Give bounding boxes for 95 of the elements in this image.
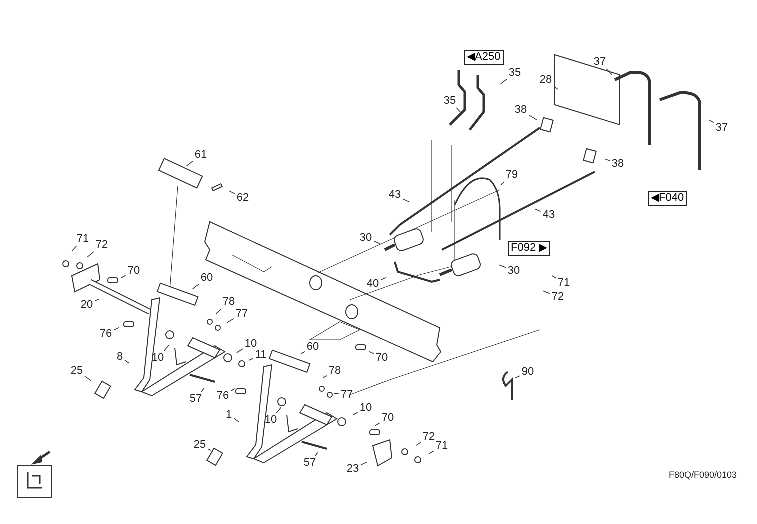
callout-number: 78: [328, 365, 342, 377]
callout-number: 43: [542, 209, 556, 221]
callout-number: 78: [222, 296, 236, 308]
leader-line: [709, 120, 714, 124]
callout-number: 40: [366, 278, 380, 290]
leader-line: [234, 418, 240, 422]
callout-number: 76: [98, 328, 114, 340]
leader-line: [369, 351, 374, 354]
callout-number: 57: [302, 457, 318, 469]
callout-number: 77: [340, 389, 354, 401]
callout-number: 72: [94, 239, 110, 251]
leader-line: [276, 407, 282, 414]
leader-line: [402, 198, 410, 203]
callout-number: 90: [520, 366, 536, 378]
leader-line: [456, 108, 462, 114]
callout-number: 35: [442, 95, 458, 107]
reference-tag: F092 ▶: [508, 241, 550, 256]
leader-line: [374, 241, 380, 244]
leader-line: [164, 344, 170, 352]
callout-number: 61: [194, 149, 208, 161]
callout-number: 72: [422, 431, 436, 443]
callout-number: 11: [254, 349, 268, 361]
leader-line: [534, 208, 542, 212]
callout-number: 28: [538, 74, 554, 86]
leader-line: [500, 182, 505, 186]
callout-number: 30: [506, 265, 522, 277]
callout-number: 10: [358, 402, 374, 414]
callout-number: 10: [264, 414, 278, 426]
callout-number: 37: [714, 122, 730, 134]
leader-line: [360, 462, 368, 466]
callout-number: 25: [192, 439, 208, 451]
leader-line: [515, 376, 520, 379]
leader-line: [124, 360, 130, 364]
callout-number: 77: [234, 308, 250, 320]
callout-number: 70: [126, 265, 142, 277]
leader-line: [542, 290, 550, 294]
leader-line: [216, 308, 222, 314]
leader-line: [416, 442, 422, 446]
callout-number: 10: [244, 338, 258, 350]
callout-number: 38: [610, 158, 626, 170]
leader-line: [114, 328, 120, 331]
callout-number: 1: [224, 409, 234, 421]
leader-line: [201, 388, 205, 392]
callout-number: 71: [76, 233, 90, 245]
leader-line: [605, 158, 610, 162]
drawing-number: F80Q/F090/0103: [668, 470, 737, 480]
leader-line: [84, 376, 92, 382]
leader-line: [375, 422, 380, 426]
callout-number: 60: [306, 341, 320, 353]
leader-line: [121, 275, 126, 278]
callout-number: 35: [508, 67, 522, 79]
leader-line: [322, 376, 328, 378]
callout-number: 70: [380, 412, 396, 424]
callout-number: 30: [358, 232, 374, 244]
leader-line: [208, 448, 212, 452]
callout-number: 60: [200, 272, 214, 284]
callout-number: 23: [346, 463, 360, 475]
leader-line: [334, 393, 340, 394]
leader-line: [552, 276, 556, 278]
callout-number: 37: [592, 56, 608, 68]
callout-number: 38: [514, 104, 528, 116]
callout-number: 20: [80, 299, 94, 311]
leader-line: [72, 246, 78, 252]
callout-number: 76: [216, 390, 230, 402]
callout-number: 70: [374, 352, 390, 364]
leader-line: [315, 452, 318, 456]
leader-line: [380, 278, 386, 281]
callout-number: 72: [550, 291, 566, 303]
callout-number: 8: [116, 351, 124, 363]
callout-number: 62: [236, 192, 250, 204]
callout-number: 71: [434, 440, 450, 452]
leader-line: [226, 318, 234, 324]
reference-tag: ◀A250: [464, 50, 504, 65]
leader-line: [94, 299, 100, 302]
leader-line: [86, 252, 94, 258]
leader-line: [230, 388, 236, 392]
callout-number: 71: [556, 277, 572, 289]
leader-line: [528, 114, 538, 121]
leader-line: [500, 79, 508, 84]
callout-number: 43: [388, 189, 402, 201]
leader-line: [186, 161, 194, 166]
callout-number: 79: [504, 169, 520, 181]
leader-line: [248, 358, 254, 361]
leader-line: [192, 284, 200, 290]
leader-line: [606, 68, 613, 76]
leader-line: [353, 412, 358, 416]
leader-line: [498, 264, 506, 268]
callout-number: 25: [70, 365, 84, 377]
leader-line: [429, 450, 434, 454]
reference-tag: ◀F040: [648, 191, 688, 206]
leader-line: [300, 352, 306, 354]
leader-line: [229, 190, 236, 194]
leader-line: [236, 348, 244, 354]
leader-line: [554, 86, 558, 90]
callout-number: 57: [188, 393, 204, 405]
